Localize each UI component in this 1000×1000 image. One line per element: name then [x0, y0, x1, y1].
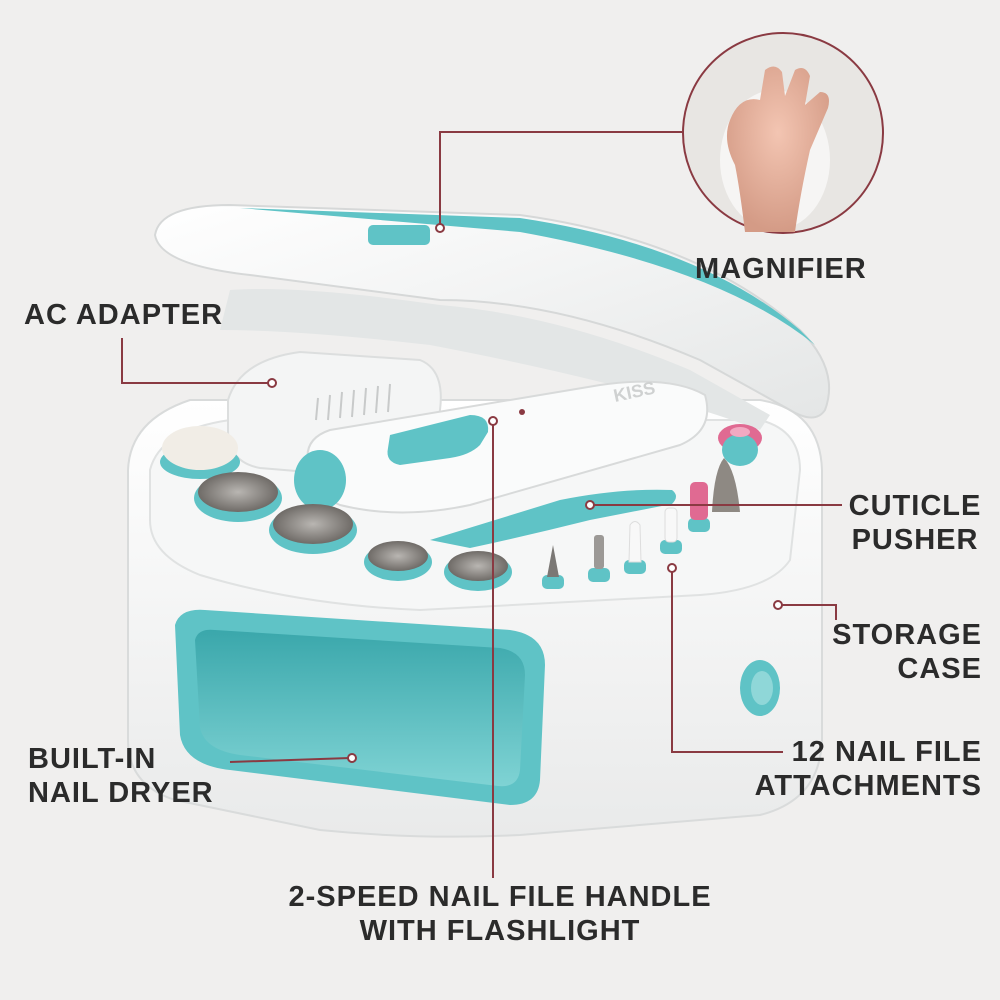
label-storage-case: STORAGE CASE: [832, 619, 982, 685]
nail-file-bits: [542, 424, 762, 589]
nail-file-handle: KISS: [294, 378, 709, 514]
label-ac-adapter: AC ADAPTER: [24, 299, 224, 331]
label-file-handle: 2-SPEED NAIL FILE HANDLE WITH FLASHLIGHT: [288, 881, 712, 947]
sanding-pads: [160, 426, 512, 591]
label-nail-file-attachments: 12 NAIL FILE ATTACHMENTS: [754, 736, 982, 802]
label-cuticle-pusher: CUTICLE PUSHER: [848, 490, 982, 556]
label-nail-dryer: BUILT-IN NAIL DRYER: [28, 743, 214, 809]
power-button: [740, 660, 780, 716]
leader-lines: [121, 131, 842, 878]
label-magnifier: MAGNIFIER: [695, 253, 867, 285]
magnifier-inset: [682, 32, 884, 234]
nail-dryer-opening: [175, 609, 545, 805]
lid: [153, 203, 831, 430]
leader-dots: [267, 223, 783, 763]
